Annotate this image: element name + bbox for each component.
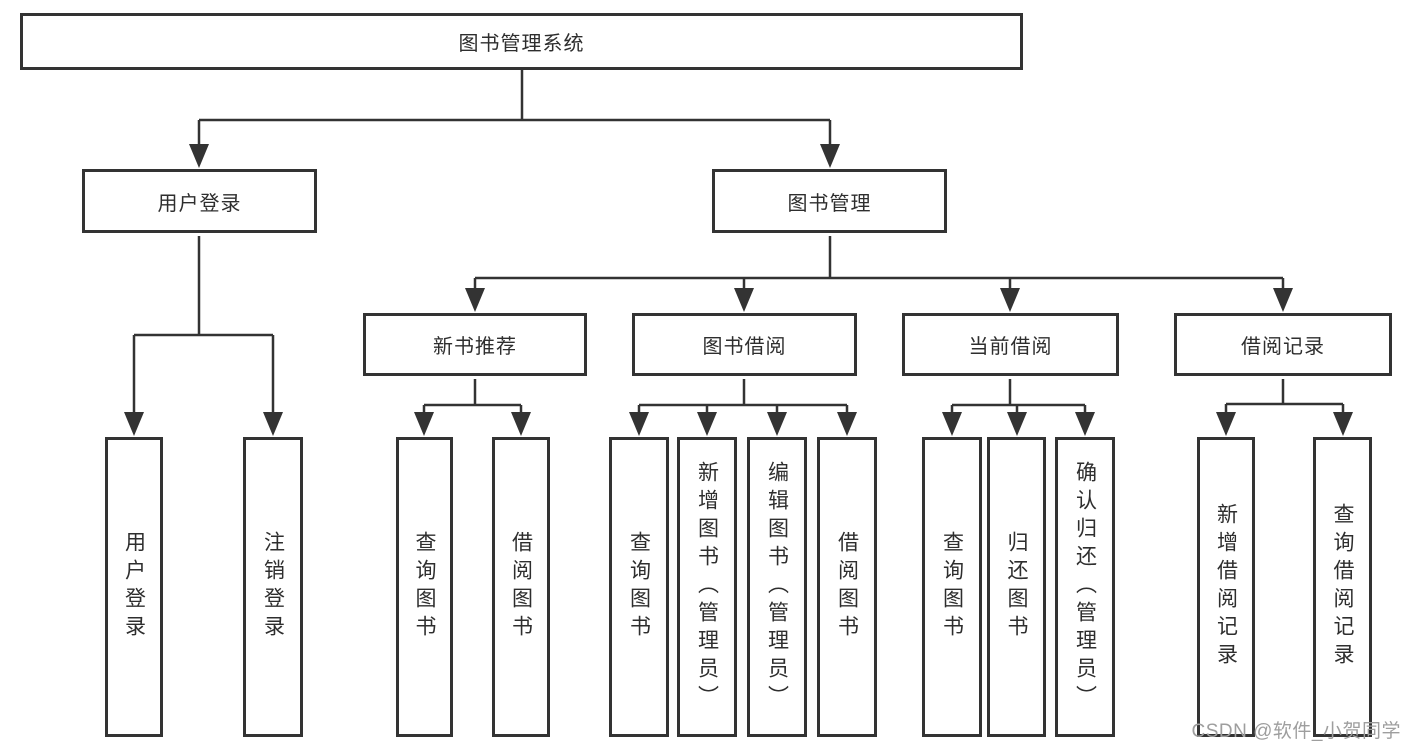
leaf-add-borrow-record-label: 新增借阅记录 xyxy=(1214,503,1238,671)
leaf-edit-book-admin: 编辑图书（管理员） xyxy=(747,437,807,737)
leaf-borrow-book-label: 借阅图书 xyxy=(835,531,859,643)
leaf-user-login: 用户登录 xyxy=(105,437,163,737)
node-book-borrowing: 图书借阅 xyxy=(632,313,857,376)
node-user-login-label: 用户登录 xyxy=(157,192,242,215)
leaf-borrow-query-book-label: 查询图书 xyxy=(627,531,651,643)
leaf-recommend-borrow-book-label: 借阅图书 xyxy=(509,531,533,643)
node-root: 图书管理系统 xyxy=(20,13,1023,70)
node-root-label: 图书管理系统 xyxy=(458,33,585,55)
leaf-current-query-book: 查询图书 xyxy=(922,437,982,737)
node-current-borrowing-label: 当前借阅 xyxy=(968,336,1053,358)
leaf-borrow-book: 借阅图书 xyxy=(817,437,877,737)
leaf-borrow-query-book: 查询图书 xyxy=(609,437,669,737)
node-new-book-recommend: 新书推荐 xyxy=(363,313,587,376)
leaf-edit-book-admin-label: 编辑图书（管理员） xyxy=(765,461,789,713)
node-borrowing-records-label: 借阅记录 xyxy=(1241,336,1325,358)
leaf-logout: 注销登录 xyxy=(243,437,303,737)
leaf-add-book-admin-label: 新增图书（管理员） xyxy=(695,461,719,713)
leaf-add-borrow-record: 新增借阅记录 xyxy=(1197,437,1255,737)
leaf-confirm-return-admin-label: 确认归还（管理员） xyxy=(1073,461,1097,713)
leaf-recommend-borrow-book: 借阅图书 xyxy=(492,437,550,737)
node-book-borrowing-label: 图书借阅 xyxy=(702,336,787,358)
leaf-logout-label: 注销登录 xyxy=(261,531,285,643)
leaf-current-query-book-label: 查询图书 xyxy=(940,531,964,643)
node-borrowing-records: 借阅记录 xyxy=(1174,313,1392,376)
node-book-management: 图书管理 xyxy=(712,169,947,233)
leaf-recommend-query-book: 查询图书 xyxy=(396,437,453,737)
leaf-return-book: 归还图书 xyxy=(987,437,1046,737)
node-current-borrowing: 当前借阅 xyxy=(902,313,1119,376)
leaf-add-book-admin: 新增图书（管理员） xyxy=(677,437,737,737)
node-book-management-label: 图书管理 xyxy=(787,192,872,215)
node-new-book-recommend-label: 新书推荐 xyxy=(433,336,517,358)
watermark-text: CSDN @软件_小贺同学 xyxy=(1191,721,1401,742)
node-user-login: 用户登录 xyxy=(82,169,317,233)
leaf-recommend-query-book-label: 查询图书 xyxy=(413,531,436,643)
leaf-confirm-return-admin: 确认归还（管理员） xyxy=(1055,437,1115,737)
leaf-user-login-label: 用户登录 xyxy=(122,531,146,643)
leaf-return-book-label: 归还图书 xyxy=(1005,531,1028,643)
leaf-query-borrow-record: 查询借阅记录 xyxy=(1313,437,1372,737)
leaf-query-borrow-record-label: 查询借阅记录 xyxy=(1331,503,1354,671)
